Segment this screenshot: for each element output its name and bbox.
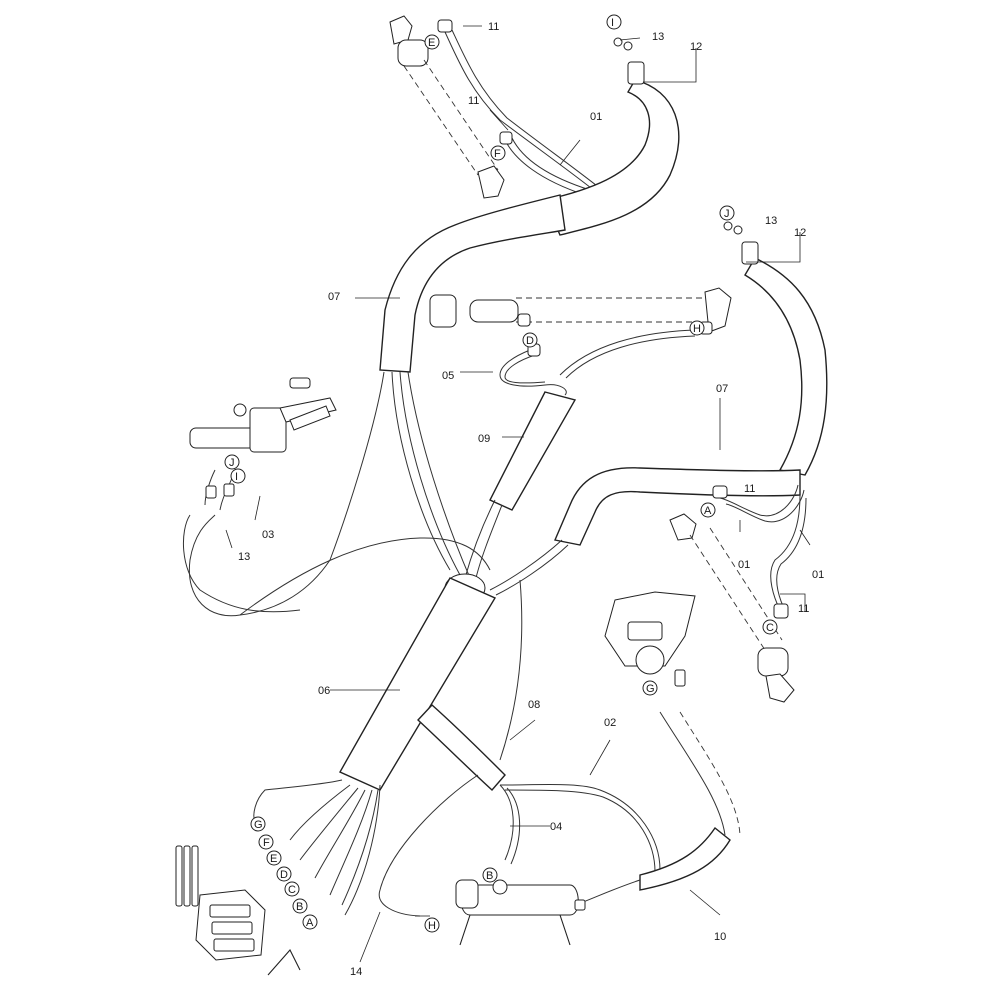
port-J-top: J (724, 208, 730, 220)
label-10: 10 (714, 931, 726, 943)
sleeve-12-top (544, 37, 680, 236)
hose-05 (499, 329, 696, 396)
port-H-tank: H (428, 920, 436, 932)
hydraulic-pump (604, 591, 696, 687)
label-11-right-upper: 11 (744, 483, 755, 495)
label-04: 04 (550, 821, 562, 833)
hose-bundle-center (239, 499, 569, 616)
port-B-tank: B (486, 870, 493, 882)
label-09: 09 (478, 433, 490, 445)
port-E-valve: E (270, 853, 277, 865)
label-11-right-lower: 11 (798, 603, 809, 615)
hose-bundle-valve (253, 779, 381, 916)
label-03: 03 (262, 529, 274, 541)
label-05: 05 (442, 370, 454, 382)
label-13-left: 13 (238, 551, 250, 563)
sleeve-10 (574, 711, 741, 906)
cylinder-right (669, 484, 807, 703)
port-A-right: A (704, 505, 712, 517)
port-F-valve: F (263, 837, 270, 849)
port-F-top: F (494, 148, 501, 160)
label-12-right: 12 (794, 227, 806, 239)
port-I-left: I (235, 471, 238, 483)
port-D-valve: D (280, 869, 288, 881)
port-B-valve: B (296, 901, 303, 913)
label-01-right-left: 01 (738, 559, 750, 571)
port-G-right: G (646, 683, 655, 695)
cylinder-top-left (389, 15, 505, 199)
label-14: 14 (350, 966, 362, 978)
label-08: 08 (528, 699, 540, 711)
port-H-top: H (693, 323, 701, 335)
leader-lines (225, 25, 811, 963)
label-02: 02 (604, 717, 616, 729)
label-13-top: 13 (652, 31, 664, 43)
hose-08-02-04 (378, 579, 661, 917)
port-J-left: J (229, 457, 235, 469)
port-letter-markers: E F I J D H J I A C G G F E D C B A B (224, 14, 778, 933)
port-G-valve: G (254, 819, 263, 831)
label-07-right: 07 (716, 383, 728, 395)
hose-bundle-left (188, 371, 471, 617)
label-07-left: 07 (328, 291, 340, 303)
label-11-upper: 11 (468, 95, 479, 107)
sleeve-07-left (379, 194, 566, 373)
label-01-right-right: 01 (812, 569, 824, 581)
label-13-right: 13 (765, 215, 777, 227)
port-D-top: D (526, 335, 534, 347)
port-C-right: C (766, 622, 774, 634)
port-E-top: E (428, 37, 435, 49)
label-11-top: 11 (488, 21, 499, 33)
hose-set-top-left (437, 19, 607, 196)
label-01-upper: 01 (590, 111, 602, 123)
main-valve-block (175, 845, 301, 976)
port-A-valve: A (306, 917, 314, 929)
control-valve-left (182, 377, 337, 613)
cylinder-middle (429, 287, 732, 357)
label-06: 06 (318, 685, 330, 697)
port-I-top: I (611, 17, 614, 29)
sleeve-09 (489, 391, 577, 511)
hydraulic-tank (455, 879, 586, 946)
part-number-labels: 11 11 01 13 12 07 05 09 13 12 07 03 13 1… (238, 21, 824, 978)
sleeve-12-right (723, 221, 828, 476)
label-12-top: 12 (690, 41, 702, 53)
port-C-valve: C (288, 884, 296, 896)
